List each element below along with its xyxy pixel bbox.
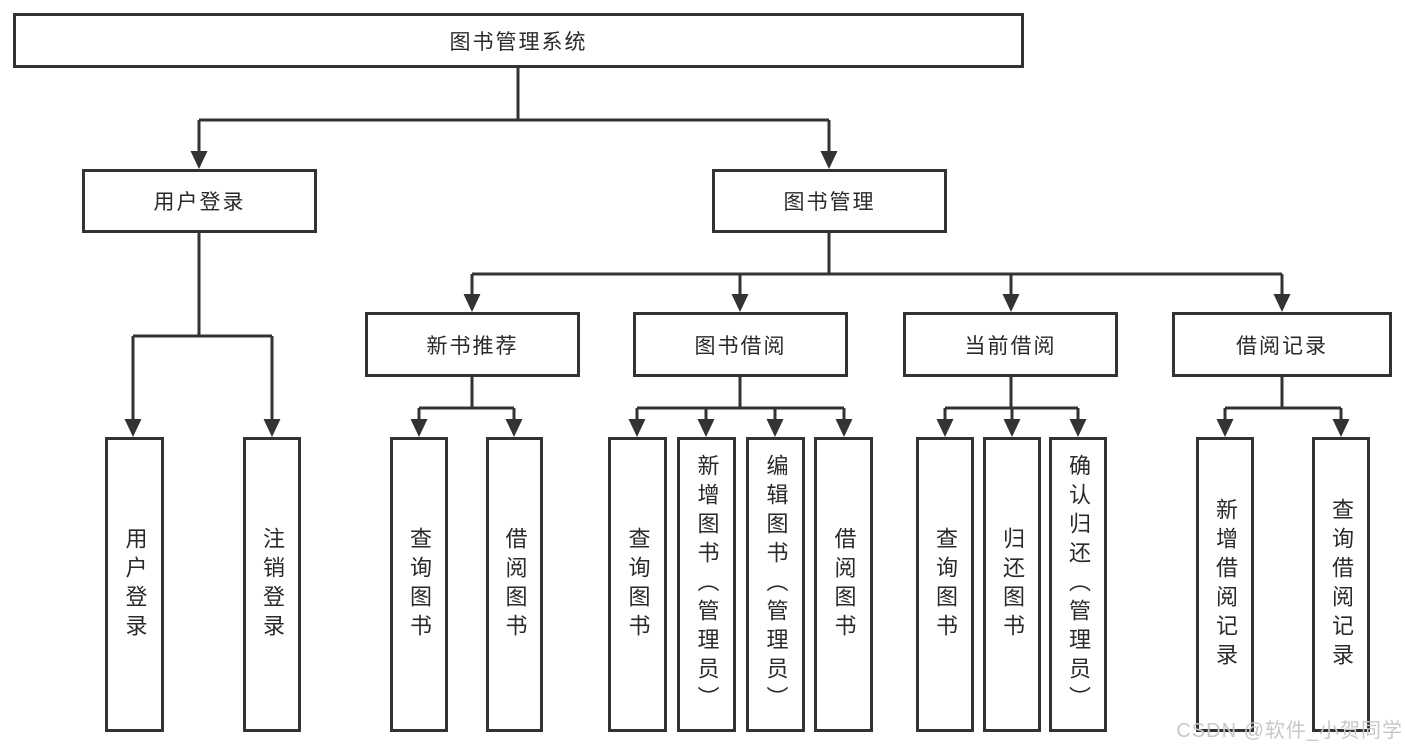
leaf-user-login: 用户登录 [105,437,164,732]
node-current-borrowing: 当前借阅 [903,312,1118,377]
leaf-bor-edit-books-admin: 编辑图书（管理员） [746,437,805,732]
leaf-cur-confirm-return-admin-label: 确认归还（管理员） [1066,454,1091,715]
node-current-borrowing-label: 当前借阅 [964,334,1057,358]
leaf-recd-add-record: 新增借阅记录 [1196,437,1254,732]
leaf-recd-add-record-label: 新增借阅记录 [1213,497,1238,672]
leaf-bor-borrow-books-label: 借阅图书 [831,526,857,643]
node-book-management-group-label: 图书管理 [783,191,876,214]
leaf-rec-query-books: 查询图书 [390,437,448,732]
node-new-book-recommend-label: 新书推荐 [426,334,519,358]
leaf-bor-edit-books-admin-label: 编辑图书（管理员） [763,454,789,715]
leaf-cur-return-books: 归还图书 [983,437,1041,732]
leaf-bor-query-books-label: 查询图书 [625,526,651,643]
leaf-cur-confirm-return-admin: 确认归还（管理员） [1049,437,1107,732]
leaf-bor-query-books: 查询图书 [608,437,667,732]
node-book-management-group: 图书管理 [712,169,947,233]
leaf-recd-query-record-label: 查询借阅记录 [1329,497,1354,672]
leaf-logout: 注销登录 [243,437,301,732]
leaf-recd-query-record: 查询借阅记录 [1312,437,1370,732]
leaf-rec-query-books-label: 查询图书 [407,526,432,643]
node-user-login-group-label: 用户登录 [153,191,246,214]
leaf-bor-add-books-admin: 新增图书（管理员） [677,437,736,732]
leaf-rec-borrow-books: 借阅图书 [486,437,543,732]
node-borrowing-records: 借阅记录 [1172,312,1392,377]
leaf-rec-borrow-books-label: 借阅图书 [502,526,528,643]
leaf-cur-query-books: 查询图书 [916,437,974,732]
node-book-borrowing: 图书借阅 [633,312,848,377]
node-library-management-system-label: 图书管理系统 [449,30,588,54]
watermark: CSDN @软件_小贺同学 [1176,720,1403,742]
leaf-user-login-label: 用户登录 [122,526,148,643]
leaf-bor-borrow-books: 借阅图书 [814,437,873,732]
node-borrowing-records-label: 借阅记录 [1236,334,1328,358]
node-library-management-system: 图书管理系统 [13,13,1024,68]
node-user-login-group: 用户登录 [82,169,317,233]
node-new-book-recommend: 新书推荐 [365,312,580,377]
node-book-borrowing-label: 图书借阅 [694,334,787,358]
leaf-cur-query-books-label: 查询图书 [933,526,958,643]
leaf-logout-label: 注销登录 [260,526,285,643]
leaf-cur-return-books-label: 归还图书 [1000,526,1025,643]
leaf-bor-add-books-admin-label: 新增图书（管理员） [694,454,720,715]
